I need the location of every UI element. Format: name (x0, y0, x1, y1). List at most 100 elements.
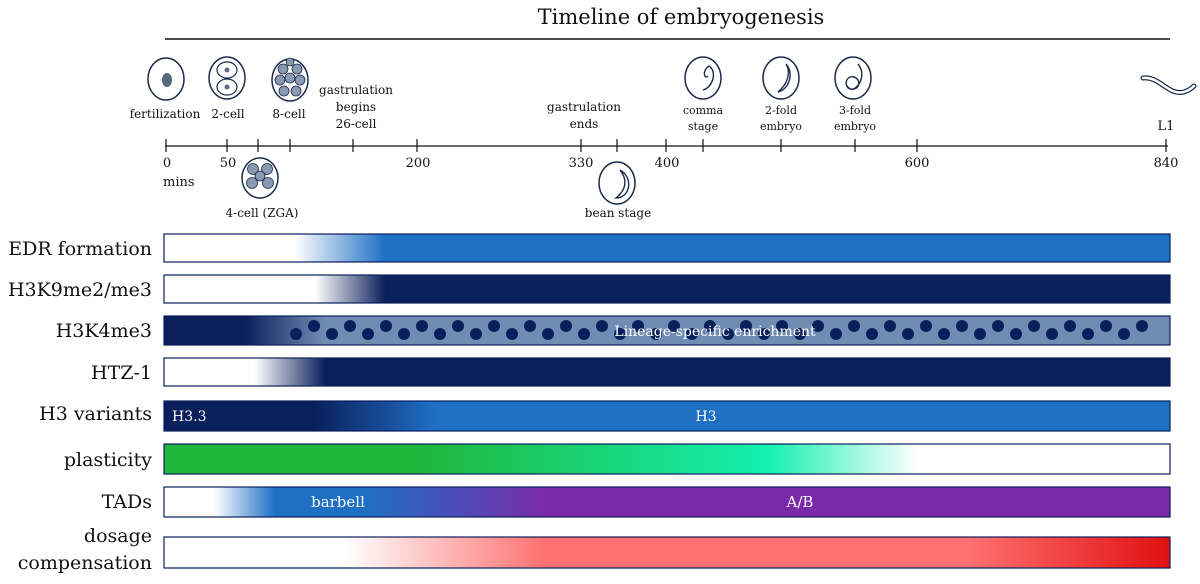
enrichment-dot (542, 328, 554, 340)
enrichment-dot (308, 320, 320, 332)
l1-label: L1 (1158, 119, 1175, 134)
l1-larva-icon (1140, 75, 1197, 95)
enrichment-dot (380, 320, 392, 332)
enrichment-dot (578, 328, 590, 340)
bean-stage-icon (598, 161, 636, 205)
ab-label: A/B (786, 493, 814, 511)
enrichment-dot (488, 320, 500, 332)
tick-label-50: 50 (220, 156, 237, 171)
enrichment-dot (722, 328, 734, 340)
enrichment-dot (1028, 320, 1040, 332)
three-fold-embryo-icon (834, 56, 872, 100)
two-cell-icon (208, 56, 246, 100)
tick-label-200: 200 (406, 156, 431, 171)
four-cell-icon (241, 157, 279, 199)
edr-formation-bar (163, 233, 1171, 263)
enrichment-dot (434, 328, 446, 340)
four-cell-label: 4-cell (ZGA) (226, 206, 299, 220)
enrichment-dot (866, 328, 878, 340)
comma-stage-label-1: comma (683, 104, 724, 117)
enrichment-dot (740, 320, 752, 332)
enrichment-dot (632, 320, 644, 332)
enrichment-dot (506, 328, 518, 340)
enrichment-dot (686, 328, 698, 340)
dosage-compensation-bar (163, 536, 1171, 569)
row-label-h3k4: H3K4me3 (56, 320, 152, 342)
enrichment-dot (1100, 320, 1112, 332)
enrichment-dot (956, 320, 968, 332)
row-label-dosage-1: dosage (84, 525, 152, 547)
comma-stage-label-2: stage (688, 120, 718, 133)
axis-ticks (165, 139, 1167, 152)
h3-label: H3 (695, 409, 716, 425)
two-fold-label-2: embryo (760, 120, 802, 133)
enrichment-dot (452, 320, 464, 332)
enrichment-dot (830, 328, 842, 340)
enrichment-dot (614, 328, 626, 340)
enrichment-dot (794, 328, 806, 340)
row-label-tads: TADs (102, 491, 152, 513)
comma-stage-icon (684, 56, 722, 100)
gastrulation-begins-label-2: begins (336, 100, 376, 114)
enrichment-dot (1136, 320, 1148, 332)
enrichment-dot (920, 320, 932, 332)
enrichment-dot (992, 320, 1004, 332)
tick-label-0: 0 (163, 156, 171, 171)
enrichment-dot (596, 320, 608, 332)
eight-cell-icon (271, 57, 309, 102)
enrichment-dot (848, 320, 860, 332)
h3k9-bar (163, 274, 1171, 304)
enrichment-dot (524, 320, 536, 332)
enrichment-dot (974, 328, 986, 340)
enrichment-dot (1046, 328, 1058, 340)
enrichment-dot (1118, 328, 1130, 340)
enrichment-dot (1010, 328, 1022, 340)
enrichment-dot (884, 320, 896, 332)
fertilization-icon (147, 57, 185, 101)
two-fold-label-1: 2-fold (765, 104, 797, 117)
enrichment-dot (668, 320, 680, 332)
enrichment-dot (362, 328, 374, 340)
enrichment-dots (290, 320, 1148, 340)
tads-bar (163, 486, 1171, 518)
fertilization-label: fertilization (130, 107, 201, 121)
bean-stage-label: bean stage (585, 206, 651, 220)
gastrulation-begins-label-3: 26-cell (336, 117, 377, 131)
gastrulation-ends-label-2: ends (570, 117, 599, 131)
enrichment-dot (560, 320, 572, 332)
row-label-plasticity: plasticity (64, 449, 152, 471)
enrichment-dot (812, 320, 824, 332)
enrichment-dot (776, 320, 788, 332)
enrichment-dot (398, 328, 410, 340)
enrichment-dot (758, 328, 770, 340)
enrichment-dot (344, 320, 356, 332)
enrichment-dot (416, 320, 428, 332)
enrichment-dot (704, 320, 716, 332)
plasticity-bar (163, 443, 1171, 475)
gastrulation-begins-label-1: gastrulation (319, 83, 393, 97)
lineage-enrichment-label: Lineage-specific enrichment (614, 324, 816, 340)
two-fold-embryo-icon (762, 56, 800, 100)
three-fold-label-2: embryo (834, 120, 876, 133)
row-label-dosage-2: compensation (18, 552, 152, 574)
enrichment-dot (290, 328, 302, 340)
h33-label: H3.3 (172, 409, 206, 425)
eight-cell-label: 8-cell (272, 107, 305, 121)
diagram-title: Timeline of embryogenesis (538, 5, 825, 29)
three-fold-label-1: 3-fold (839, 104, 871, 117)
two-cell-label: 2-cell (211, 107, 244, 121)
row-label-h3k9: H3K9me2/me3 (8, 279, 152, 301)
enrichment-dot (470, 328, 482, 340)
enrichment-dot (650, 328, 662, 340)
row-label-h3-variants: H3 variants (39, 403, 152, 425)
enrichment-dot (938, 328, 950, 340)
enrichment-dot (326, 328, 338, 340)
gastrulation-ends-label-1: gastrulation (547, 100, 621, 114)
h3-variants-bar (163, 400, 1171, 432)
tick-label-400: 400 (655, 156, 680, 171)
row-label-edr: EDR formation (8, 238, 152, 260)
enrichment-dot (902, 328, 914, 340)
tick-label-330: 330 (569, 156, 594, 171)
enrichment-dot (1082, 328, 1094, 340)
row-label-htz1: HTZ-1 (91, 362, 152, 384)
